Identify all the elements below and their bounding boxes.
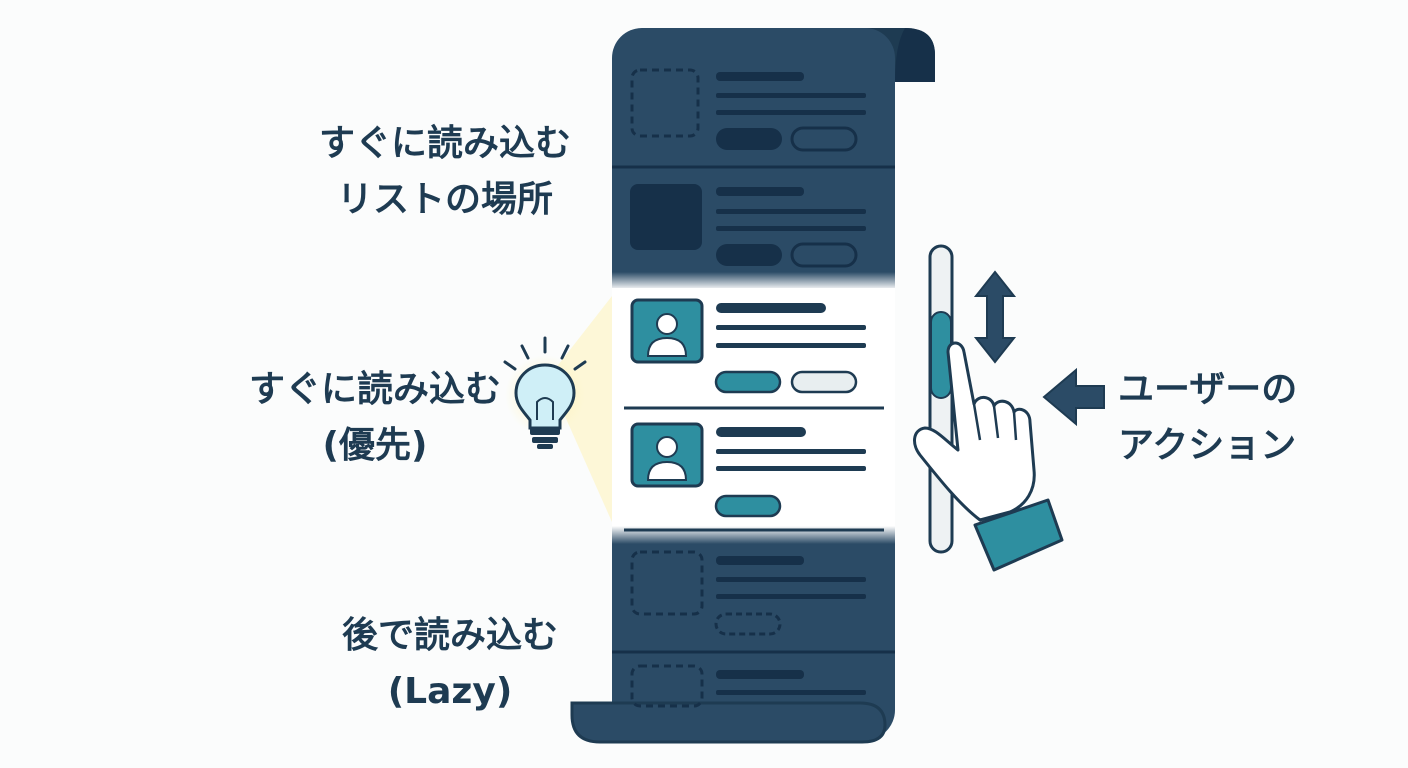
left-arrow-icon (1042, 367, 1105, 427)
user-action-label-line2: アクション (1118, 425, 1297, 466)
list-item-lazy-1 (630, 550, 866, 636)
priority-label-line1: すぐに読み込む (248, 369, 501, 410)
user-action-label: ユーザーの アクション (1118, 362, 1318, 474)
lazy-label-line2: (Lazy) (387, 671, 513, 712)
scrollbar[interactable] (928, 244, 954, 554)
priority-label-line2: (優先) (322, 425, 428, 466)
scroll-arrow-icon (973, 270, 1017, 364)
visible-list-item-2 (630, 422, 866, 518)
lazy-label-line1: 後で読み込む (341, 615, 558, 656)
lightbulb-icon (503, 336, 587, 449)
immediate-area-label: すぐに読み込む リストの場所 (290, 116, 600, 228)
scroll-bottom-curl (570, 701, 887, 744)
scroll-list (570, 28, 935, 744)
immediate-area-label-line2: リストの場所 (336, 179, 553, 220)
user-action-label-line1: ユーザーの (1118, 369, 1298, 410)
immediate-area-label-line1: すぐに読み込む (318, 123, 571, 164)
list-item-lazy-2 (630, 664, 866, 708)
list-item-placeholder-1 (630, 68, 866, 152)
lazy-label: 後で読み込む (Lazy) (320, 608, 580, 720)
user-avatar-icon (646, 436, 688, 481)
list-item-preloaded (630, 184, 866, 268)
visible-list-item-1 (630, 298, 866, 394)
priority-label: すぐに読み込む (優先) (230, 362, 520, 474)
pointing-hand-icon (913, 341, 1064, 572)
user-avatar-icon (646, 313, 688, 357)
